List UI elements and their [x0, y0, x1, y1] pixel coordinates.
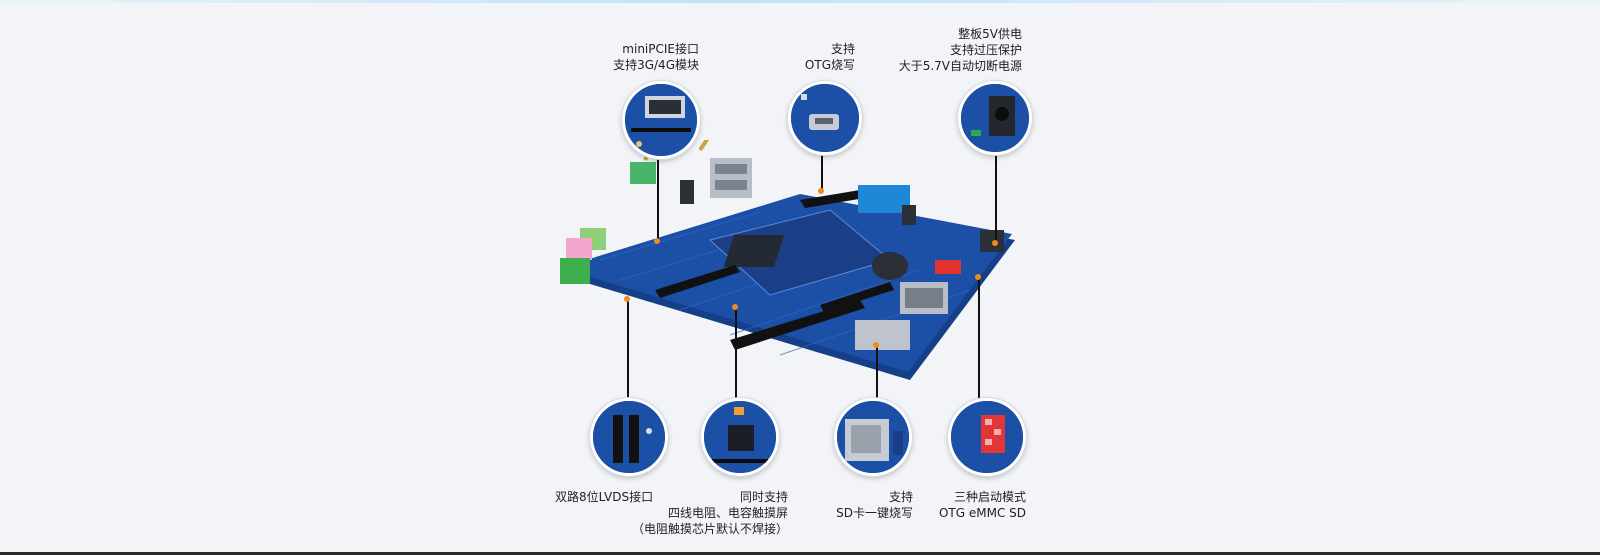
callout-minipcie-line2: 支持3G/4G模块 [613, 58, 699, 72]
bottom-divider-bar [0, 552, 1600, 555]
callout-touch-line3: （电阻触摸芯片默认不焊接） [631, 522, 788, 536]
callout-otg-line1: 支持 [830, 42, 855, 56]
callout-touch: 同时支持 四线电阻、电容触摸屏 （电阻触摸芯片默认不焊接） [632, 489, 788, 537]
callout-boot-line1: 三种启动模式 [953, 490, 1026, 504]
marker-sd [873, 342, 879, 348]
zoom-circle-minipcie [622, 81, 700, 159]
zoom-circle-touch [701, 398, 779, 476]
leader-line-touch [735, 308, 737, 402]
callout-touch-line1: 同时支持 [739, 490, 788, 504]
development-board-illustration [560, 140, 1015, 380]
callout-otg-line2: OTG烧写 [804, 58, 855, 72]
leader-line-power [995, 152, 997, 244]
top-accent-bar [0, 0, 1600, 3]
zoom-circle-lvds [590, 398, 668, 476]
marker-boot [975, 274, 981, 280]
leader-line-otg [821, 152, 823, 192]
zoom-circle-boot [948, 398, 1026, 476]
zoom-circle-otg [788, 81, 862, 155]
callout-boot: 三种启动模式 OTG eMMC SD [939, 489, 1026, 521]
callout-boot-line2: OTG eMMC SD [938, 506, 1026, 520]
marker-minipcie [654, 238, 660, 244]
callout-minipcie-line1: miniPCIE接口 [622, 42, 699, 56]
callout-minipcie: miniPCIE接口 支持3G/4G模块 [613, 41, 699, 73]
leader-line-boot [978, 278, 980, 402]
marker-touch [732, 304, 738, 310]
callout-power-line2: 支持过压保护 [949, 43, 1022, 57]
callout-power: 整板5V供电 支持过压保护 大于5.7V自动切断电源 [899, 26, 1022, 74]
callout-lvds-line1: 双路8位LVDS接口 [555, 490, 654, 504]
zoom-circle-sd [834, 398, 912, 476]
callout-sd-line2: SD卡一键烧写 [836, 506, 913, 520]
callout-lvds: 双路8位LVDS接口 [555, 489, 653, 505]
callout-sd-line1: 支持 [888, 490, 913, 504]
callout-sd: 支持 SD卡一键烧写 [836, 489, 913, 521]
marker-power [992, 240, 998, 246]
marker-otg [818, 188, 824, 194]
zoom-circle-power [958, 81, 1032, 155]
callout-otg: 支持 OTG烧写 [805, 41, 855, 73]
marker-lvds [624, 296, 630, 302]
leader-line-lvds [627, 300, 629, 402]
callout-power-line3: 大于5.7V自动切断电源 [898, 59, 1022, 73]
callout-touch-line2: 四线电阻、电容触摸屏 [667, 506, 788, 520]
leader-line-minipcie [657, 156, 659, 242]
callout-power-line1: 整板5V供电 [958, 27, 1022, 41]
leader-line-sd [876, 346, 878, 402]
